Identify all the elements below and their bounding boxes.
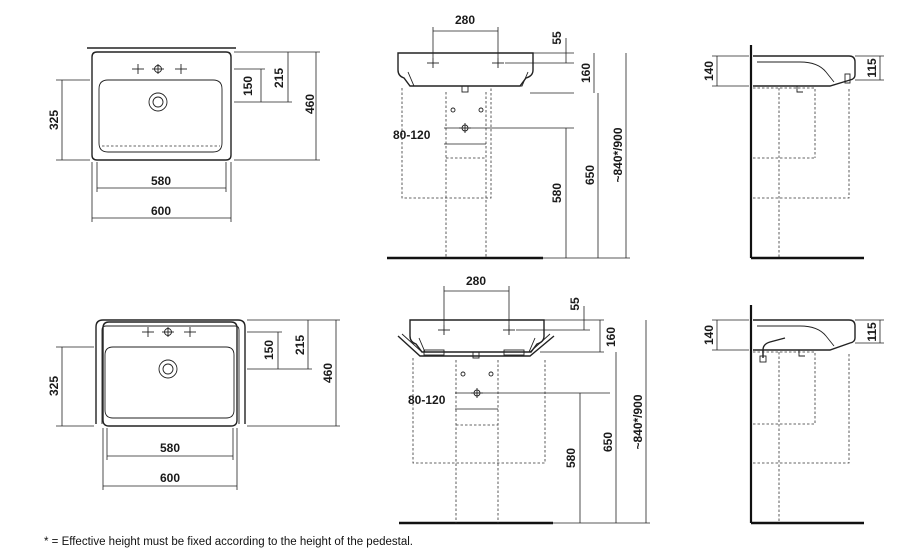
towel-rail: [762, 337, 786, 358]
dim-140: 140: [702, 325, 716, 345]
dim-55: 55: [568, 297, 582, 311]
pedestal-outline: [753, 351, 816, 523]
bottom-side-view: 140 115: [702, 305, 884, 525]
wall-fixing-icon: [460, 371, 466, 377]
dim-600: 600: [151, 204, 171, 218]
tap-hole-left-icon: [131, 63, 145, 75]
dim-160: 160: [579, 63, 593, 83]
dim-580: 580: [564, 448, 578, 468]
dim-150: 150: [241, 76, 255, 96]
dim-600: 600: [160, 471, 180, 485]
dim-460: 460: [303, 94, 317, 114]
tap-hole-left-icon: [141, 326, 155, 338]
bottom-plan-view: 325 150 215 460 580 600: [47, 319, 340, 490]
bowl-outline: [104, 346, 235, 419]
bottom-front-view: 280 80-120 55 160 580 650 ~840*/900: [397, 274, 650, 525]
drain-outlet-icon: [461, 85, 469, 93]
dim-580: 580: [550, 183, 564, 203]
top-plan-view: 325 150 215 460 580 600: [47, 47, 320, 222]
tap-hole-left-icon: [437, 324, 451, 336]
dim-580: 580: [160, 441, 180, 455]
dim-160: 160: [604, 327, 618, 347]
dim-650: 650: [601, 432, 615, 452]
dim-115: 115: [865, 322, 879, 342]
tap-hole-right-icon: [183, 326, 197, 338]
dim-325: 325: [47, 376, 61, 396]
dim-215: 215: [272, 68, 286, 88]
dim-280: 280: [466, 274, 486, 288]
tap-hole-right-icon: [502, 324, 516, 336]
pedestal-outline: [412, 358, 546, 464]
tap-hole-left-icon: [426, 57, 440, 69]
basin-front: [397, 52, 534, 87]
dim-150: 150: [262, 340, 276, 360]
drain-outlet-icon: [472, 351, 480, 359]
footnote: * = Effective height must be fixed accor…: [44, 536, 413, 548]
dim-650: 650: [583, 165, 597, 185]
towel-rail: [95, 319, 246, 424]
tap-hole-right-icon: [174, 63, 188, 75]
dim-115: 115: [865, 58, 879, 78]
basin-side: [753, 319, 856, 351]
tap-hole-right-icon: [491, 57, 505, 69]
drain-icon: [148, 92, 168, 112]
dim-580: 580: [151, 174, 171, 188]
pedestal-outline: [401, 88, 492, 199]
basin-front: [409, 319, 545, 353]
top-front-view: 280 80-120 55 160 580 650 ~840*/900: [387, 13, 630, 260]
dim-280: 280: [455, 13, 475, 27]
dim-215: 215: [293, 335, 307, 355]
towel-rail: [397, 335, 555, 357]
bowl-outline: [98, 79, 223, 153]
dim-840-900: ~840*/900: [611, 127, 625, 182]
dim-55: 55: [550, 31, 564, 45]
pedestal-outline: [753, 87, 816, 258]
drain-icon: [158, 359, 178, 379]
dim-80-120: 80-120: [408, 393, 446, 407]
basin-side: [753, 55, 856, 87]
dim-325: 325: [47, 110, 61, 130]
dim-840-900: ~840*/900: [631, 394, 645, 449]
dim-460: 460: [321, 363, 335, 383]
top-side-view: 140 115: [702, 45, 884, 260]
wall-fixing-icon: [450, 107, 456, 113]
basin-outline: [91, 51, 232, 161]
basin-outline: [102, 321, 238, 427]
dim-80-120: 80-120: [393, 128, 431, 142]
dim-140: 140: [702, 61, 716, 81]
